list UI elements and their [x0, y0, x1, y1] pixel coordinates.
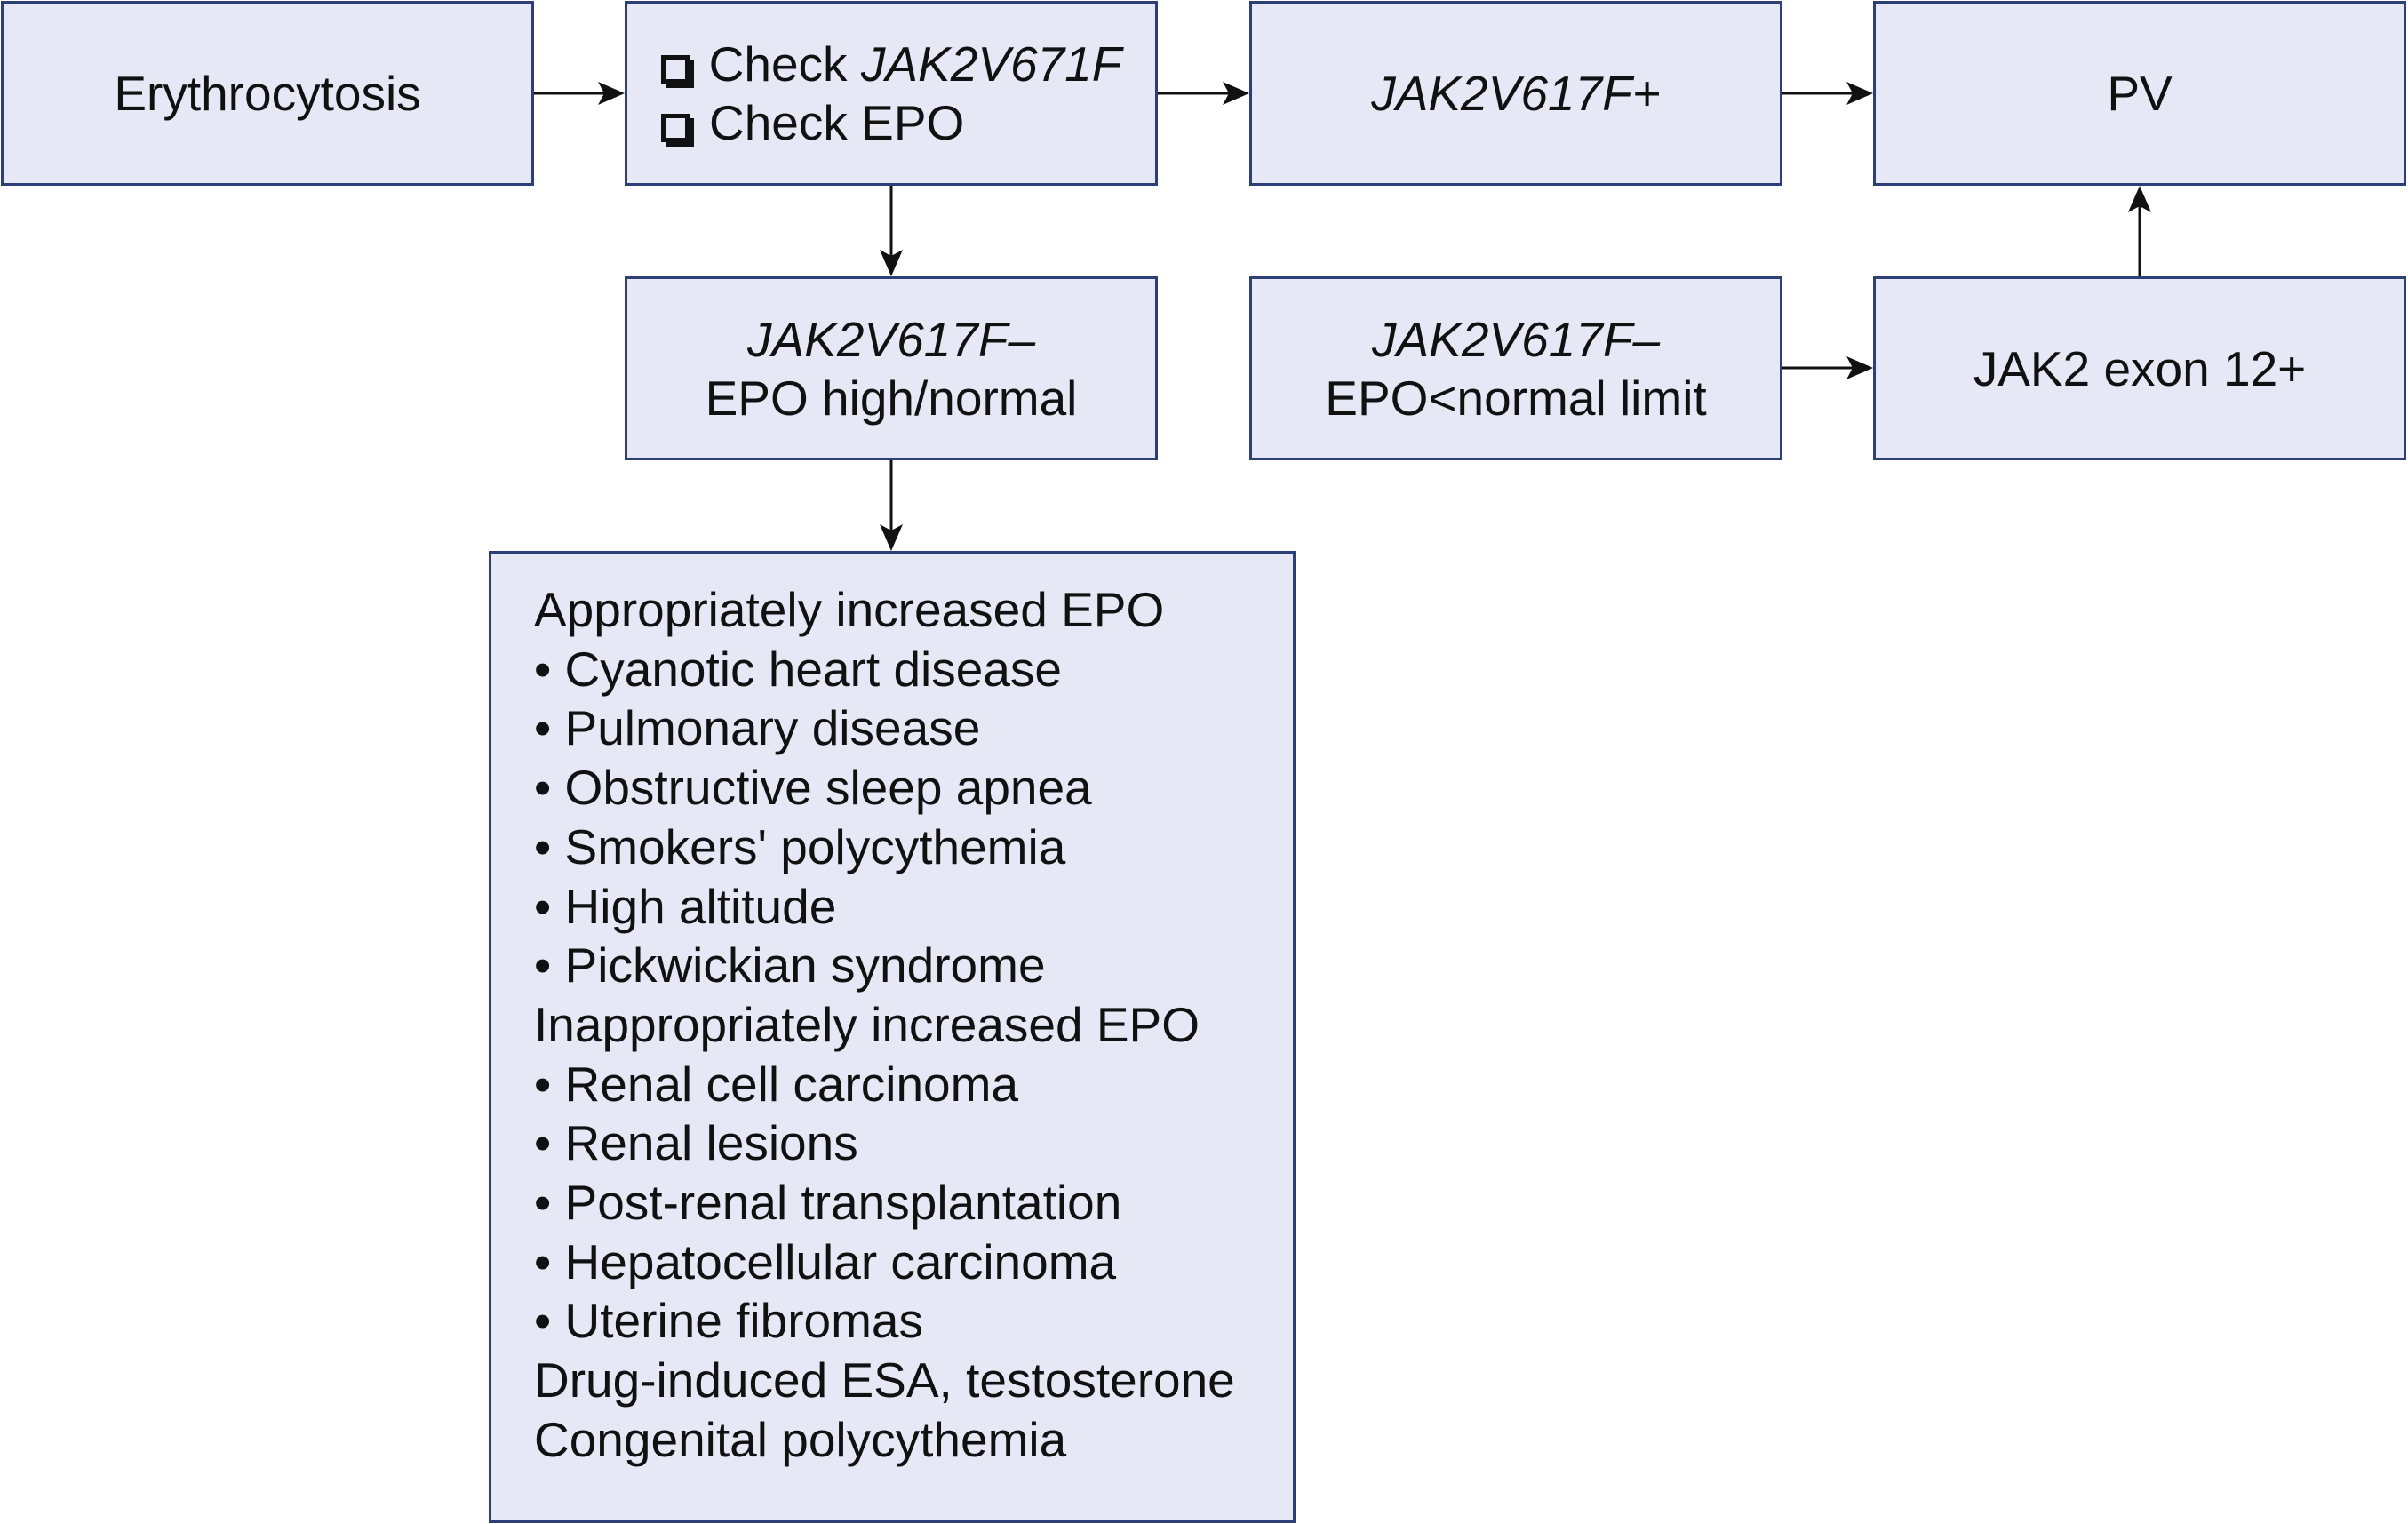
causes-list-item: • Renal lesions: [534, 1115, 858, 1171]
check-epo-label: Check EPO: [709, 95, 965, 150]
causes-list-box: Appropriately increased EPO • Cyanotic h…: [489, 551, 1296, 1523]
jak2-negative-label: JAK2V617F–: [1371, 311, 1661, 367]
arrowhead: [1223, 82, 1249, 105]
causes-heading-congenital: Congenital polycythemia: [534, 1411, 1067, 1467]
jak2-negative-label: JAK2V617F–: [746, 311, 1036, 367]
arrowhead: [1846, 82, 1873, 105]
causes-list-item: • Obstructive sleep apnea: [534, 760, 1092, 816]
check-jak2-gene: JAK2V671F: [860, 36, 1122, 92]
jak2-exon12-label: JAK2 exon 12+: [1973, 340, 2307, 396]
check-tests-box: Check JAK2V671F Check EPO: [625, 1, 1158, 186]
causes-list-item: • Renal cell carcinoma: [534, 1056, 1019, 1112]
causes-list-item: • Uterine fibromas: [534, 1293, 924, 1349]
check-jak2-prefix: Check: [708, 36, 861, 92]
causes-heading-drug: Drug-induced ESA, testosterone: [534, 1352, 1235, 1408]
erythrocytosis-box: Erythrocytosis: [1, 1, 534, 186]
causes-list-item: • Pickwickian syndrome: [534, 938, 1046, 993]
causes-list-item: • Smokers' polycythemia: [534, 818, 1066, 874]
causes-list-item: • Pulmonary disease: [534, 700, 981, 756]
causes-list-item: • High altitude: [534, 878, 837, 934]
check-jak2-line: Check JAK2V671F: [660, 35, 1122, 93]
causes-list-item: • Post-renal transplantation: [534, 1175, 1122, 1231]
causes-heading-inappropriate: Inappropriately increased EPO: [534, 996, 1200, 1052]
pv-box: PV: [1873, 1, 2406, 186]
causes-list-item: • Hepatocellular carcinoma: [534, 1233, 1117, 1289]
checkbox-icon: [660, 55, 690, 84]
erythrocytosis-label: Erythrocytosis: [114, 66, 421, 121]
arrowhead: [2128, 186, 2151, 212]
arrowhead: [598, 82, 625, 105]
arrowhead: [880, 524, 903, 551]
epo-high-normal-label: EPO high/normal: [705, 370, 1078, 426]
pv-label: PV: [2107, 66, 2173, 121]
causes-heading-appropriate: Appropriately increased EPO: [534, 582, 1165, 637]
jak2-negative-epo-low-box: JAK2V617F– EPO<normal limit: [1249, 276, 1782, 460]
jak2-exon12-box: JAK2 exon 12+: [1873, 276, 2406, 460]
arrowhead: [1846, 356, 1873, 379]
checkbox-icon: [661, 114, 690, 142]
jak2-positive-box: JAK2V617F+: [1249, 1, 1782, 186]
arrowhead: [880, 250, 903, 276]
epo-low-label: EPO<normal limit: [1325, 370, 1707, 426]
causes-list-item: • Cyanotic heart disease: [534, 641, 1063, 697]
jak2-positive-label: JAK2V617F+: [1371, 66, 1661, 121]
check-epo-line: Check EPO: [661, 93, 964, 152]
jak2-negative-epo-high-box: JAK2V617F– EPO high/normal: [625, 276, 1158, 460]
